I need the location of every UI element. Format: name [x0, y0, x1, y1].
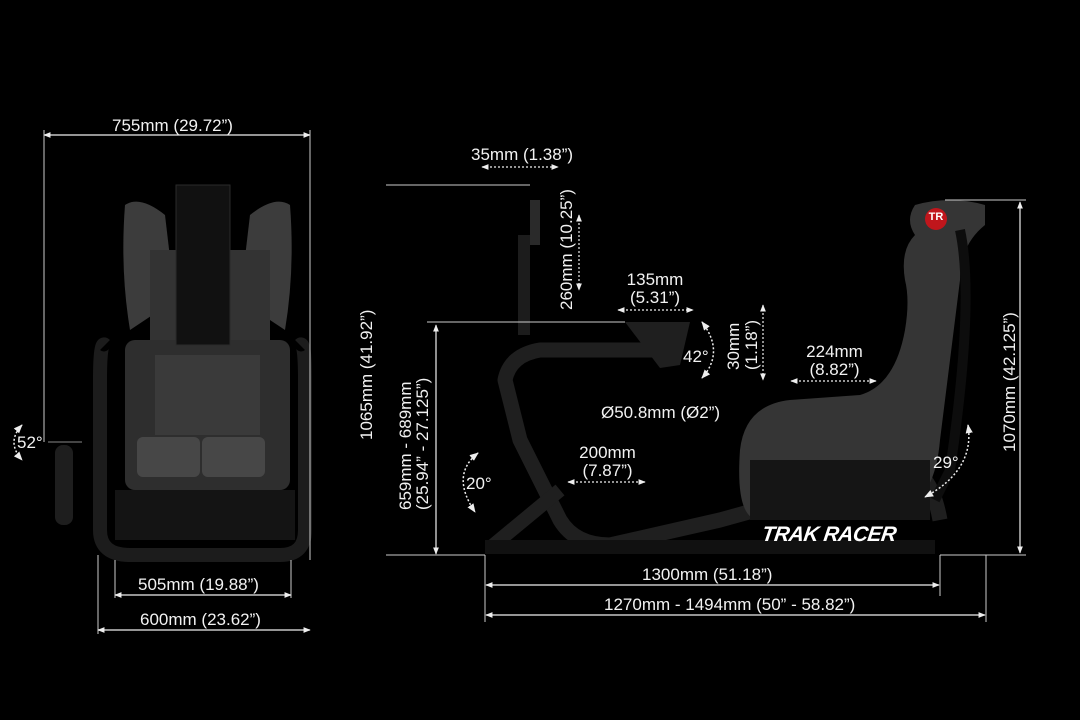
wheel-mount-height-label: 260mm (10.25”)	[557, 189, 576, 310]
deck-height-in: (25.94” - 27.125”)	[413, 377, 432, 510]
brand-wordmark: TRAK RACER	[760, 523, 898, 546]
tube-diameter-label: Ø50.8mm (Ø2”)	[601, 403, 721, 422]
seat-slide-in: (8.82”)	[809, 360, 860, 379]
logo-text: TR	[928, 211, 944, 223]
deck-adjust-in: (1.18”)	[742, 319, 761, 370]
wheel-deck-depth-mm: 135mm	[626, 270, 684, 289]
pedal-angle-label: 20°	[466, 474, 492, 493]
wheel-deck-angle-label: 42°	[683, 347, 709, 366]
wheel-deck-depth-in: (5.31”)	[629, 288, 681, 307]
frame-length-label: 1300mm (51.18”)	[642, 565, 773, 584]
pedal-slide-in: (7.87”)	[582, 461, 633, 480]
front-overall-width-label: 755mm (29.72”)	[112, 116, 233, 135]
total-length-range-label: 1270mm - 1494mm (50” - 58.82”)	[604, 595, 856, 614]
overall-height-label: 1065mm (41.92”)	[357, 309, 376, 440]
seat-recline-angle-label: 29°	[933, 453, 959, 472]
seat-height-label: 1070mm (42.125”)	[1000, 312, 1019, 452]
shifter-angle-label: 52°	[17, 433, 43, 452]
seat-slide-mm: 224mm	[806, 342, 863, 361]
front-view-rig	[48, 184, 312, 562]
base-inner-width-label: 505mm (19.88”)	[138, 575, 259, 594]
trak-racer-logo-icon	[925, 208, 947, 230]
base-outer-width-label: 600mm (23.62”)	[140, 610, 261, 629]
side-view-rig	[485, 200, 985, 554]
wheel-offset-label: 35mm (1.38”)	[471, 145, 574, 164]
pedal-slide-mm: 200mm	[579, 443, 636, 462]
deck-adjust-mm: 30mm	[724, 322, 743, 370]
